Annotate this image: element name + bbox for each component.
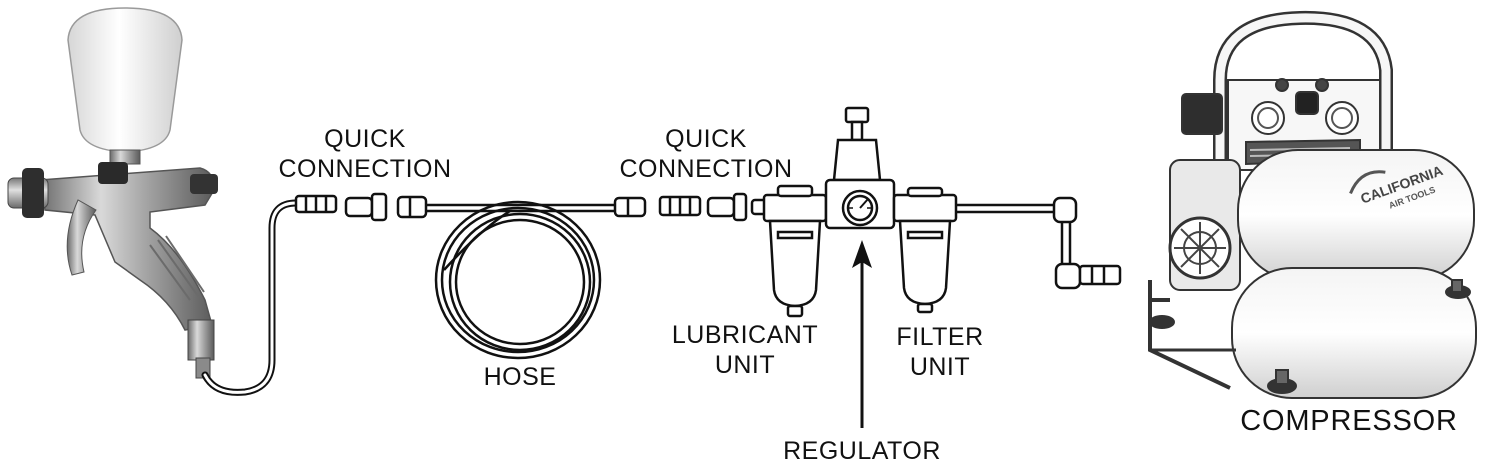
label-hose: HOSE xyxy=(483,363,557,391)
regulator-arrow xyxy=(852,240,872,428)
regulator xyxy=(824,106,896,230)
tank-bottom xyxy=(1231,267,1477,399)
gun-inlet xyxy=(187,319,215,361)
filter-unit xyxy=(892,186,958,314)
label-quick-connection-right: QUICK CONNECTION xyxy=(619,125,793,183)
label-compressor: COMPRESSOR xyxy=(1240,405,1458,437)
label-filter-unit: FILTER UNIT xyxy=(896,323,984,381)
fluid-knob xyxy=(190,174,218,194)
spray-gun xyxy=(7,7,218,379)
hose xyxy=(426,200,615,360)
foot-left xyxy=(1149,315,1175,329)
label-regulator: REGULATOR xyxy=(783,437,941,465)
lubricant-unit xyxy=(762,184,828,318)
compressor: CALIFORNIA AIR TOOLS xyxy=(1148,10,1477,399)
cup-neck xyxy=(109,149,141,165)
regulator-knob xyxy=(1295,91,1319,115)
quick-connection-left-fittings xyxy=(294,192,428,222)
gun-trigger xyxy=(66,199,97,276)
label-lubricant-unit: LUBRICANT UNIT xyxy=(671,321,819,379)
paint-cup xyxy=(67,7,183,153)
gun-hose xyxy=(201,199,316,396)
label-quick-connection-left: QUICK CONNECTION xyxy=(278,125,452,183)
quick-connection-right-fittings xyxy=(613,192,772,222)
gun-body xyxy=(39,167,215,331)
compressor-line xyxy=(956,196,1122,290)
